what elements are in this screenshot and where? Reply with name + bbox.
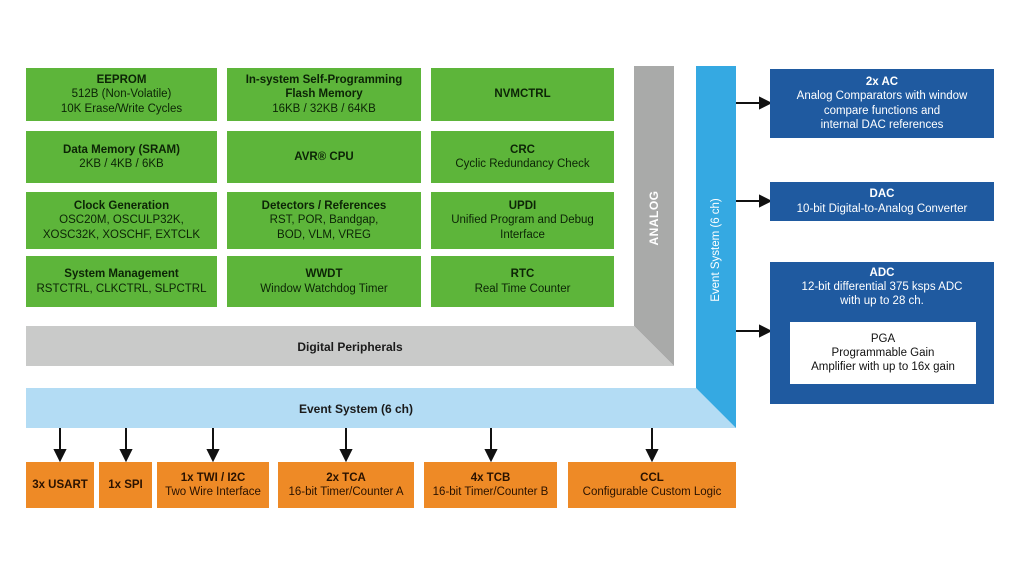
green-block-title: AVR® CPU — [294, 150, 354, 163]
orange-block: 3x USART — [26, 462, 94, 508]
green-block-title: NVMCTRL — [494, 88, 551, 101]
green-block: NVMCTRL — [431, 68, 614, 121]
adc-line-1: 12-bit differential 375 ksps ADC — [801, 281, 963, 294]
green-block-line: Window Watchdog Timer — [260, 282, 388, 295]
orange-block-title: CCL — [640, 471, 664, 484]
orange-block-title: 1x SPI — [108, 478, 143, 491]
orange-block: 1x TWI / I2C Two Wire Interface — [157, 462, 269, 508]
orange-block: 4x TCB 16-bit Timer/Counter B — [424, 462, 557, 508]
green-block-line: 10K Erase/Write Cycles — [60, 102, 183, 115]
green-block-line: 512B (Non-Volatile) — [71, 88, 172, 101]
ac-title: 2x AC — [865, 76, 899, 89]
analog-label: ANALOG — [647, 190, 661, 246]
green-block-line: BOD, VLM, VREG — [277, 228, 371, 241]
event-system-vertical — [696, 66, 736, 428]
green-block-line: Interface — [500, 228, 545, 241]
orange-block-line: Configurable Custom Logic — [582, 486, 722, 498]
orange-block: 1x SPI — [99, 462, 152, 508]
green-block-line: Cyclic Redundancy Check — [455, 158, 590, 170]
orange-block-line: 16-bit Timer/Counter A — [288, 486, 404, 498]
pga-block: PGA Programmable Gain Amplifier with up … — [790, 322, 976, 384]
event-system-vertical-label: Event System (6 ch) — [710, 198, 722, 302]
green-block-title: Detectors / References — [261, 200, 387, 213]
green-block: Data Memory (SRAM) 2KB / 4KB / 6KB — [26, 131, 217, 183]
green-block-line: RSTCTRL, CLKCTRL, SLPCTRL — [36, 282, 207, 295]
green-block-line: RST, POR, Bandgap, — [269, 214, 379, 227]
orange-block: CCL Configurable Custom Logic — [568, 462, 736, 508]
green-block-line: 16KB / 32KB / 64KB — [272, 102, 376, 115]
adc-header: ADC 12-bit differential 375 ksps ADC wit… — [770, 266, 994, 316]
green-block-title: Clock Generation — [73, 200, 170, 213]
green-block-line: Unified Program and Debug — [451, 214, 594, 227]
pga-line-1: Programmable Gain — [831, 346, 935, 359]
ac-line-1: Analog Comparators with window — [796, 90, 968, 103]
ac-line-2: compare functions and — [823, 104, 941, 117]
orange-block-line: Two Wire Interface — [165, 486, 261, 498]
green-block-title: RTC — [510, 268, 535, 281]
green-block-title: EEPROM — [96, 74, 147, 87]
green-block-title: UPDI — [508, 200, 537, 213]
green-block-title: Data Memory (SRAM) — [63, 143, 180, 156]
pga-title: PGA — [870, 332, 896, 345]
dac-title: DAC — [869, 188, 895, 201]
event-system-bus — [26, 388, 736, 428]
adc-line-2: with up to 28 ch. — [840, 295, 924, 308]
green-block-title: CRC — [510, 143, 535, 156]
green-block: AVR® CPU — [227, 131, 421, 183]
green-block-title: System Management — [64, 268, 179, 281]
orange-block-title: 2x TCA — [326, 471, 366, 484]
orange-block-line: 16-bit Timer/Counter B — [432, 486, 549, 498]
pga-line-2: Amplifier with up to 16x gain — [811, 361, 955, 373]
event-system-bus-label: Event System (6 ch) — [298, 402, 414, 416]
orange-block: 2x TCA 16-bit Timer/Counter A — [278, 462, 414, 508]
green-block-line: XOSC32K, XOSCHF, EXTCLK — [42, 228, 201, 241]
green-block-line: 2KB / 4KB / 6KB — [79, 158, 164, 170]
orange-block-title: 4x TCB — [470, 471, 511, 484]
arrows-down — [53, 428, 659, 463]
green-block-title: In-system Self-Programming Flash Memory — [245, 74, 403, 101]
digital-peripherals-label: Digital Peripherals — [297, 340, 403, 354]
ac-block: 2x AC Analog Comparators with window com… — [770, 69, 994, 138]
green-block-line: OSC20M, OSCULP32K, — [59, 214, 184, 227]
green-block-title: WWDT — [305, 268, 343, 281]
analog-band — [634, 66, 674, 366]
orange-block-title: 1x TWI / I2C — [180, 471, 246, 484]
arrows-right — [736, 96, 773, 338]
green-block: CRC Cyclic Redundancy Check — [431, 131, 614, 183]
dac-block: DAC 10-bit Digital-to-Analog Converter — [770, 182, 994, 221]
digital-peripherals-band — [26, 326, 674, 366]
dac-line-1: 10-bit Digital-to-Analog Converter — [796, 202, 968, 215]
ac-line-3: internal DAC references — [820, 118, 944, 131]
orange-block-title: 3x USART — [32, 478, 88, 491]
adc-title: ADC — [869, 267, 895, 279]
green-block-line: Real Time Counter — [474, 282, 571, 295]
